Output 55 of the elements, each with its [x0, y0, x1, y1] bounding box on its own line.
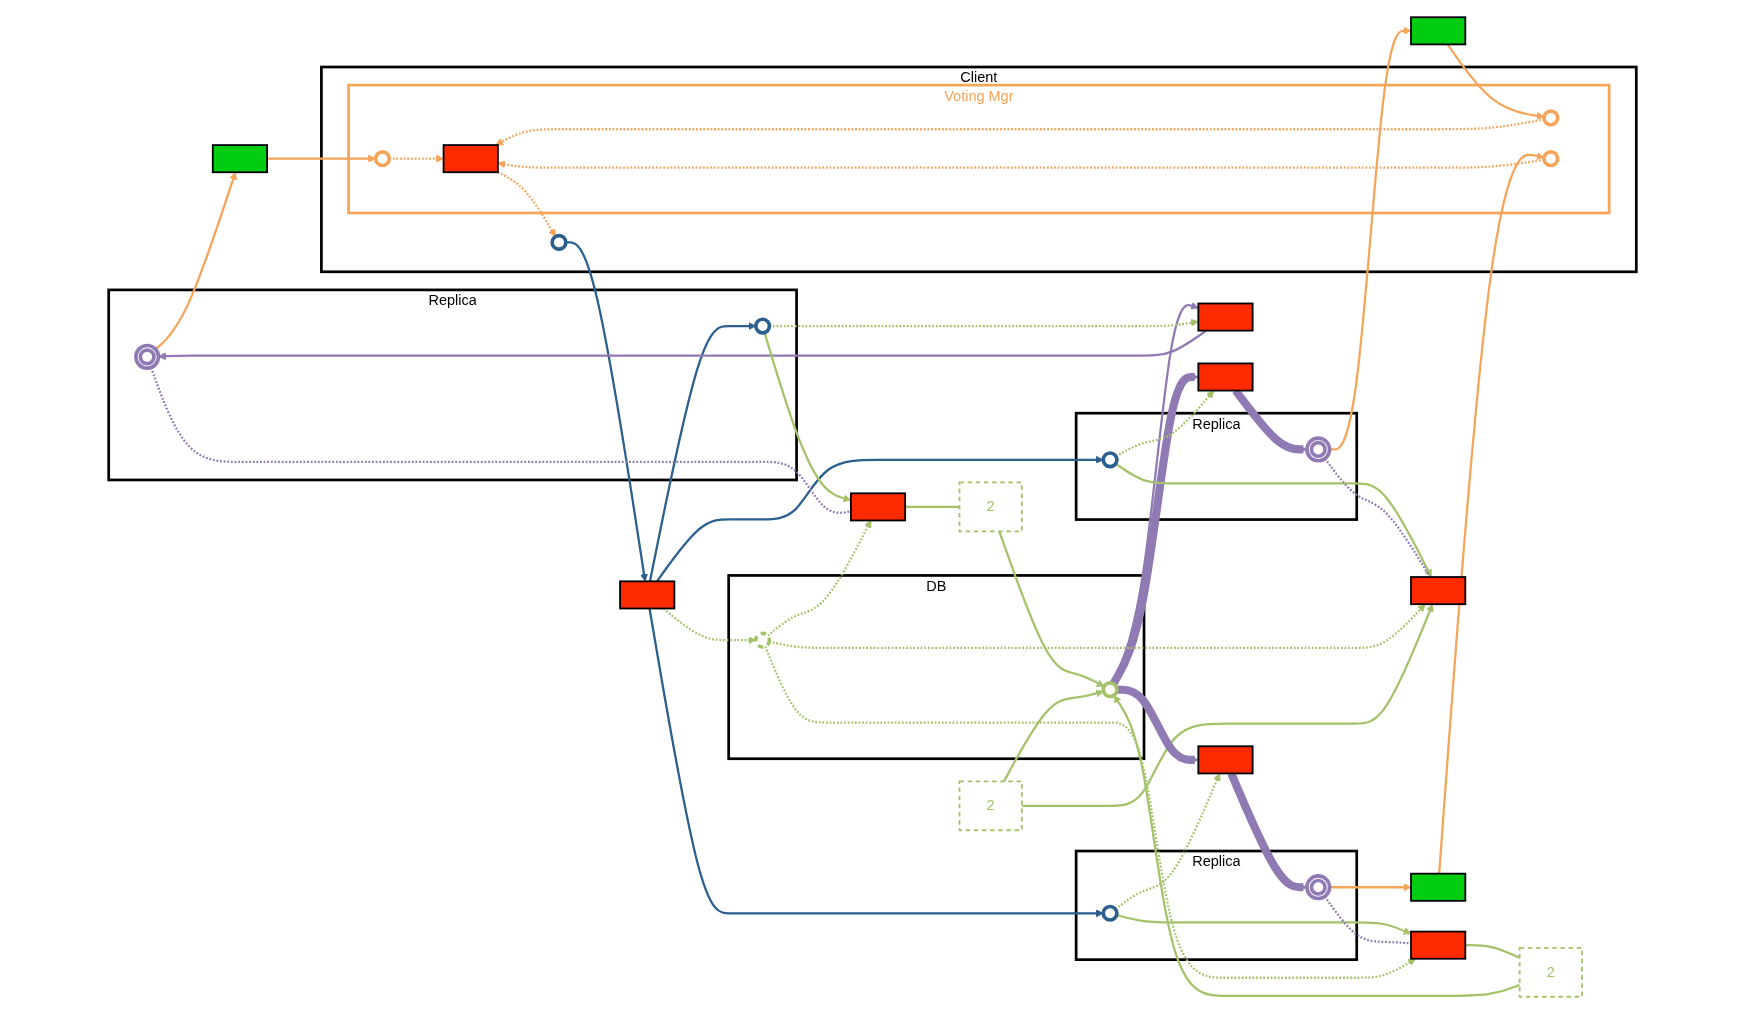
node-bar	[619, 580, 676, 610]
node-circle	[754, 317, 772, 335]
arrow	[1116, 913, 1412, 935]
arrow	[565, 241, 648, 582]
node-circle	[1305, 874, 1332, 901]
node-circle	[1542, 109, 1560, 127]
node-circle	[1542, 150, 1560, 168]
node-circle	[754, 631, 772, 649]
cluster: DB	[727, 574, 1146, 761]
node-circle	[550, 233, 568, 251]
arrow	[1115, 462, 1432, 578]
node-bar	[1197, 302, 1254, 332]
node-bar	[211, 144, 268, 174]
node-box: 2	[958, 780, 1023, 832]
node-bar	[1197, 745, 1254, 775]
node-bar	[1410, 930, 1467, 960]
arrow	[267, 154, 377, 163]
node-bar	[849, 492, 907, 522]
node-bar	[1410, 16, 1467, 46]
cluster: Voting Mgr	[347, 83, 1611, 215]
node-bar	[442, 144, 499, 174]
node-circle	[1305, 436, 1332, 463]
node-bar	[1410, 576, 1467, 606]
cluster: Replica	[107, 288, 798, 482]
node-circle	[1101, 904, 1119, 922]
arrow	[1002, 689, 1104, 782]
node-box: 2	[1518, 947, 1583, 998]
arrow	[998, 530, 1105, 687]
arrow	[1111, 301, 1199, 684]
arrow	[764, 646, 1416, 979]
arrow	[154, 171, 237, 351]
arrow	[497, 171, 556, 237]
node-bar	[1197, 362, 1254, 392]
node-circle	[1101, 681, 1119, 699]
arrow	[1109, 372, 1199, 686]
arrow	[648, 322, 757, 582]
node-circle	[373, 150, 392, 168]
arrow	[1021, 603, 1434, 807]
arrow	[497, 158, 1545, 169]
cluster: Replica	[1074, 849, 1359, 961]
arrow	[495, 118, 1545, 146]
arrow	[656, 455, 1104, 582]
arrow	[767, 520, 872, 637]
arrow	[1116, 685, 1199, 764]
node-circle	[134, 343, 161, 370]
arrow	[662, 607, 757, 645]
arrow	[1115, 390, 1215, 458]
node-circle	[1101, 451, 1119, 469]
node-bar	[1410, 872, 1467, 902]
arrow	[648, 608, 1104, 918]
cluster: Replica	[1074, 411, 1359, 521]
arrow	[1438, 152, 1545, 874]
node-box: 2	[958, 481, 1023, 533]
connector	[905, 505, 960, 508]
arrow	[1446, 43, 1545, 120]
